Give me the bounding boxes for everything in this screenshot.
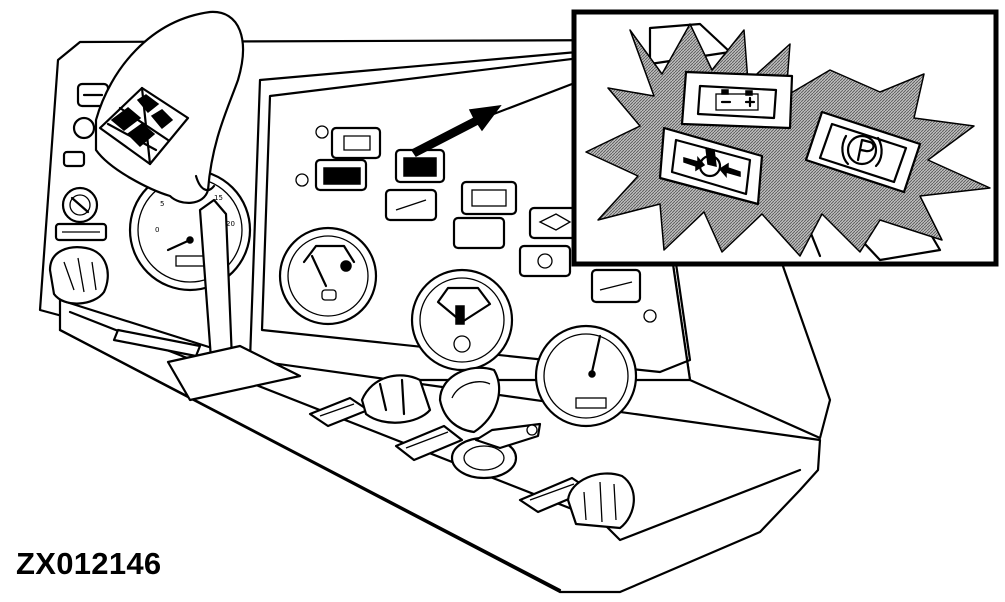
coolant-temperature-icon bbox=[410, 268, 514, 372]
fuel-gauge-icon bbox=[278, 226, 378, 326]
indicator-grid bbox=[295, 125, 657, 323]
joystick-lever bbox=[94, 10, 302, 402]
engine-preheat-icon bbox=[658, 126, 764, 206]
parking-brake-icon bbox=[804, 110, 922, 194]
lower-controls bbox=[308, 366, 635, 530]
lower-label-plate-2 bbox=[394, 424, 464, 462]
tach-tick-5: 5 bbox=[160, 200, 164, 208]
figure-id-label: ZX012146 bbox=[16, 546, 162, 581]
tach-tick-20: 20 bbox=[226, 220, 235, 228]
ignition-key bbox=[474, 422, 542, 450]
key-cover-lid bbox=[438, 366, 501, 434]
speedometer-icon bbox=[534, 324, 638, 428]
callout-inset bbox=[571, 9, 999, 267]
left-round-switch bbox=[72, 116, 96, 140]
callout-arrow bbox=[410, 82, 574, 157]
throttle-knob bbox=[360, 374, 432, 424]
left-controls bbox=[48, 82, 202, 358]
left-rotary-knob bbox=[48, 246, 109, 305]
tach-tick-15: 15 bbox=[214, 194, 223, 202]
tach-tick-0: 0 bbox=[155, 226, 159, 234]
battery-charge-icon bbox=[680, 70, 794, 130]
lamp-battery bbox=[330, 126, 382, 160]
